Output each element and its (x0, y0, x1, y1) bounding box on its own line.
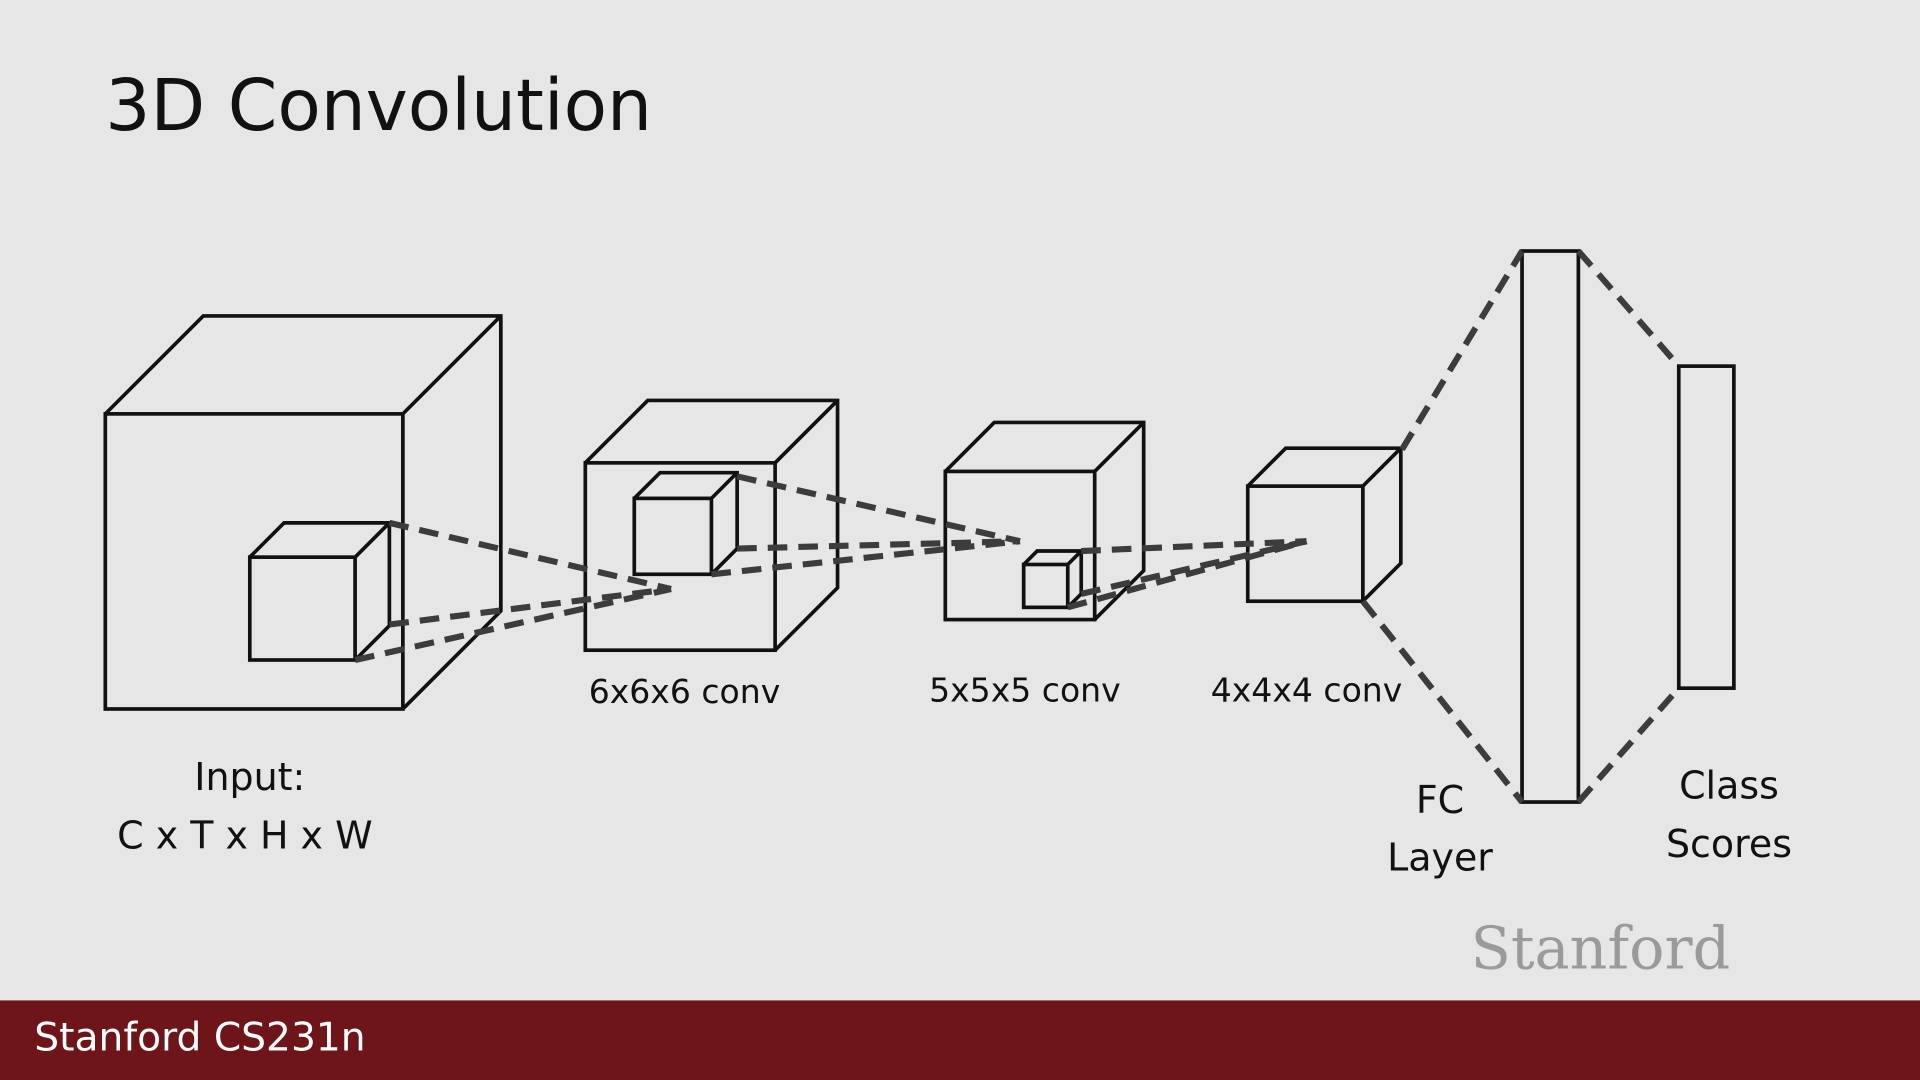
conv1-kernel-cube-back (632, 470, 739, 576)
projection-line (1066, 538, 1308, 611)
conv1-label: 6x6x6 conv (589, 672, 781, 711)
input-volume-back (104, 314, 503, 711)
conv2-volume-front (943, 469, 1097, 622)
fc-label: FC (1416, 778, 1464, 822)
input-label: Input: (194, 755, 305, 799)
projection-line (736, 473, 1021, 545)
conv2-volume-back (944, 420, 1146, 621)
input-kernel-cube-front (247, 555, 357, 662)
class-scores-block (1676, 364, 1736, 690)
projection-line (1399, 249, 1525, 451)
conv2-kernel-cube-front (1021, 562, 1070, 610)
projection-line (1360, 599, 1525, 804)
scores-label: Scores (1666, 822, 1792, 866)
projection-line (1576, 249, 1682, 369)
projection-line (1081, 538, 1307, 555)
projection-line (354, 585, 672, 663)
stanford-logo: Stanford (1471, 914, 1731, 983)
projection-line (1080, 538, 1308, 597)
network-diagram (103, 249, 1736, 805)
projection-line (389, 585, 672, 628)
footer-course-label: Stanford CS231n (34, 1016, 365, 1061)
projection-line (1576, 686, 1682, 805)
conv1-volume-back (584, 398, 840, 652)
fc-layer-label: Layer (1387, 836, 1493, 880)
projection-line (737, 538, 1021, 552)
input-dims-label: C x T x H x W (117, 814, 372, 858)
slide-title: 3D Convolution (105, 64, 652, 147)
class-label: Class (1679, 763, 1779, 807)
conv1-kernel-cube-front (632, 496, 714, 577)
fc-layer-block (1520, 249, 1581, 804)
footer-bar (0, 1000, 1920, 1080)
conv2-label: 5x5x5 conv (929, 671, 1121, 710)
projection-line (711, 538, 1021, 578)
input-volume-front (103, 412, 405, 711)
conv1-volume-front (583, 461, 777, 653)
conv3-label: 4x4x4 conv (1211, 671, 1403, 710)
input-kernel-cube-back (248, 521, 392, 662)
projection-line (388, 519, 672, 592)
